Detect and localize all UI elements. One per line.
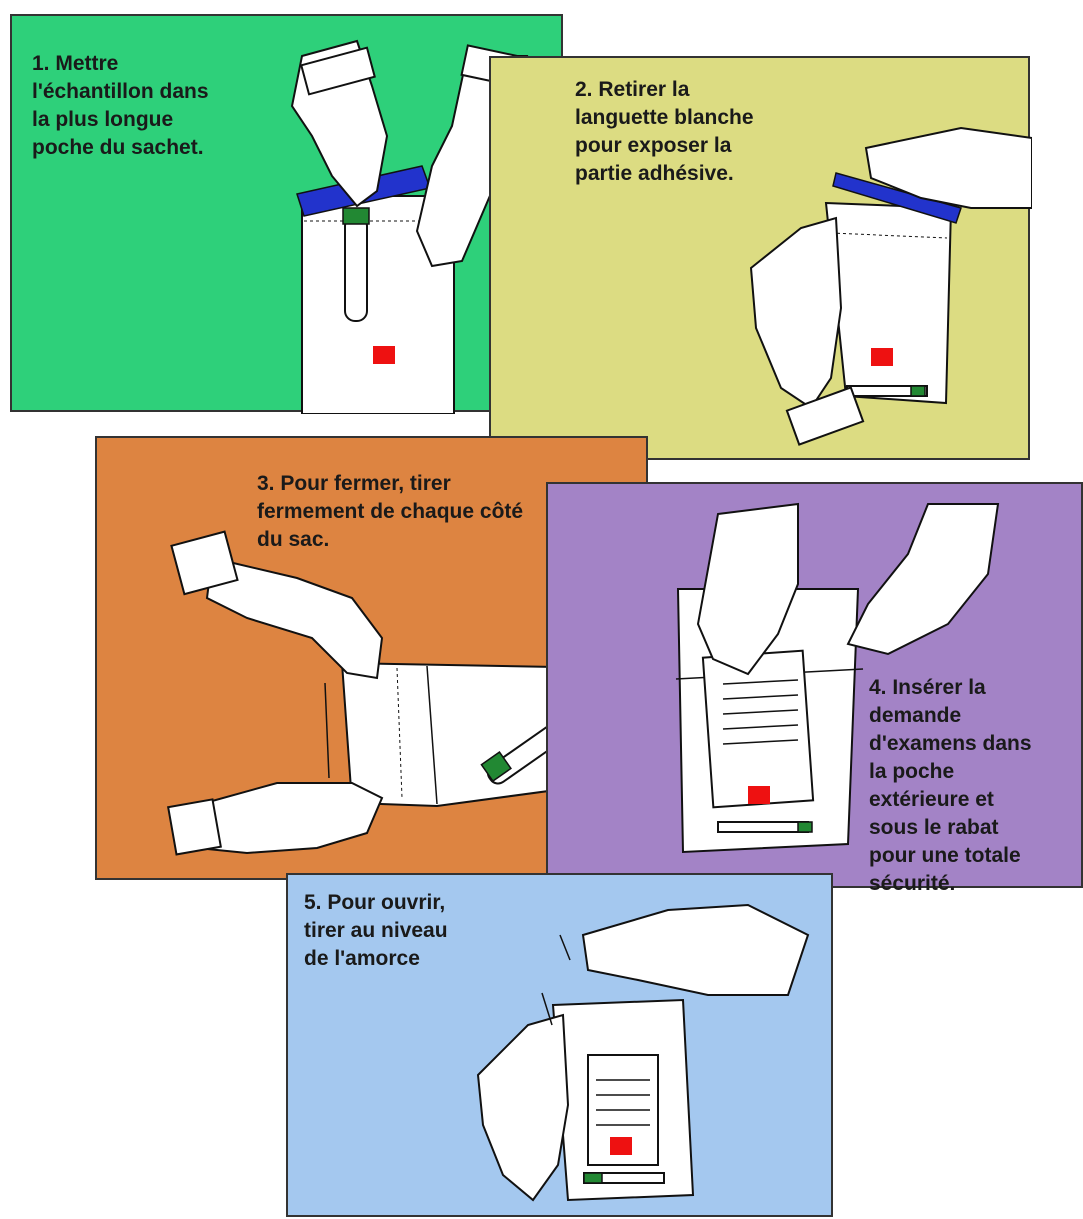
biohazard-icon: [373, 346, 395, 364]
biohazard-icon: [748, 786, 770, 804]
step-2-caption: 2. Retirer la languette blanche pour exp…: [575, 76, 754, 188]
biohazard-icon: [871, 348, 893, 366]
tube-cap: [343, 208, 369, 224]
lower-hand: [478, 1015, 568, 1200]
upper-hand: [583, 905, 808, 995]
step-3-caption: 3. Pour fermer, tirer fermement de chaqu…: [257, 470, 523, 554]
right-hand: [848, 504, 998, 654]
step-5-panel: 5. Pour ouvrir, tirer au niveau de l'amo…: [286, 873, 833, 1217]
lower-hand: [751, 218, 841, 408]
step-2-panel: 2. Retirer la languette blanche pour exp…: [489, 56, 1030, 460]
step-4-panel: 4. Insérer la demande d'examens dans la …: [546, 482, 1083, 888]
specimen-tube: [345, 216, 367, 321]
step-5-caption: 5. Pour ouvrir, tirer au niveau de l'amo…: [304, 889, 448, 973]
step-1-caption: 1. Mettre l'échantillon dans la plus lon…: [32, 50, 209, 162]
step-2-illustration: [491, 58, 1032, 462]
request-form: [703, 651, 813, 808]
specimen-bag: [826, 203, 951, 403]
biohazard-icon: [610, 1137, 632, 1155]
step-1-panel: 1. Mettre l'échantillon dans la plus lon…: [10, 14, 563, 412]
step-4-caption: 4. Insérer la demande d'examens dans la …: [869, 674, 1032, 898]
